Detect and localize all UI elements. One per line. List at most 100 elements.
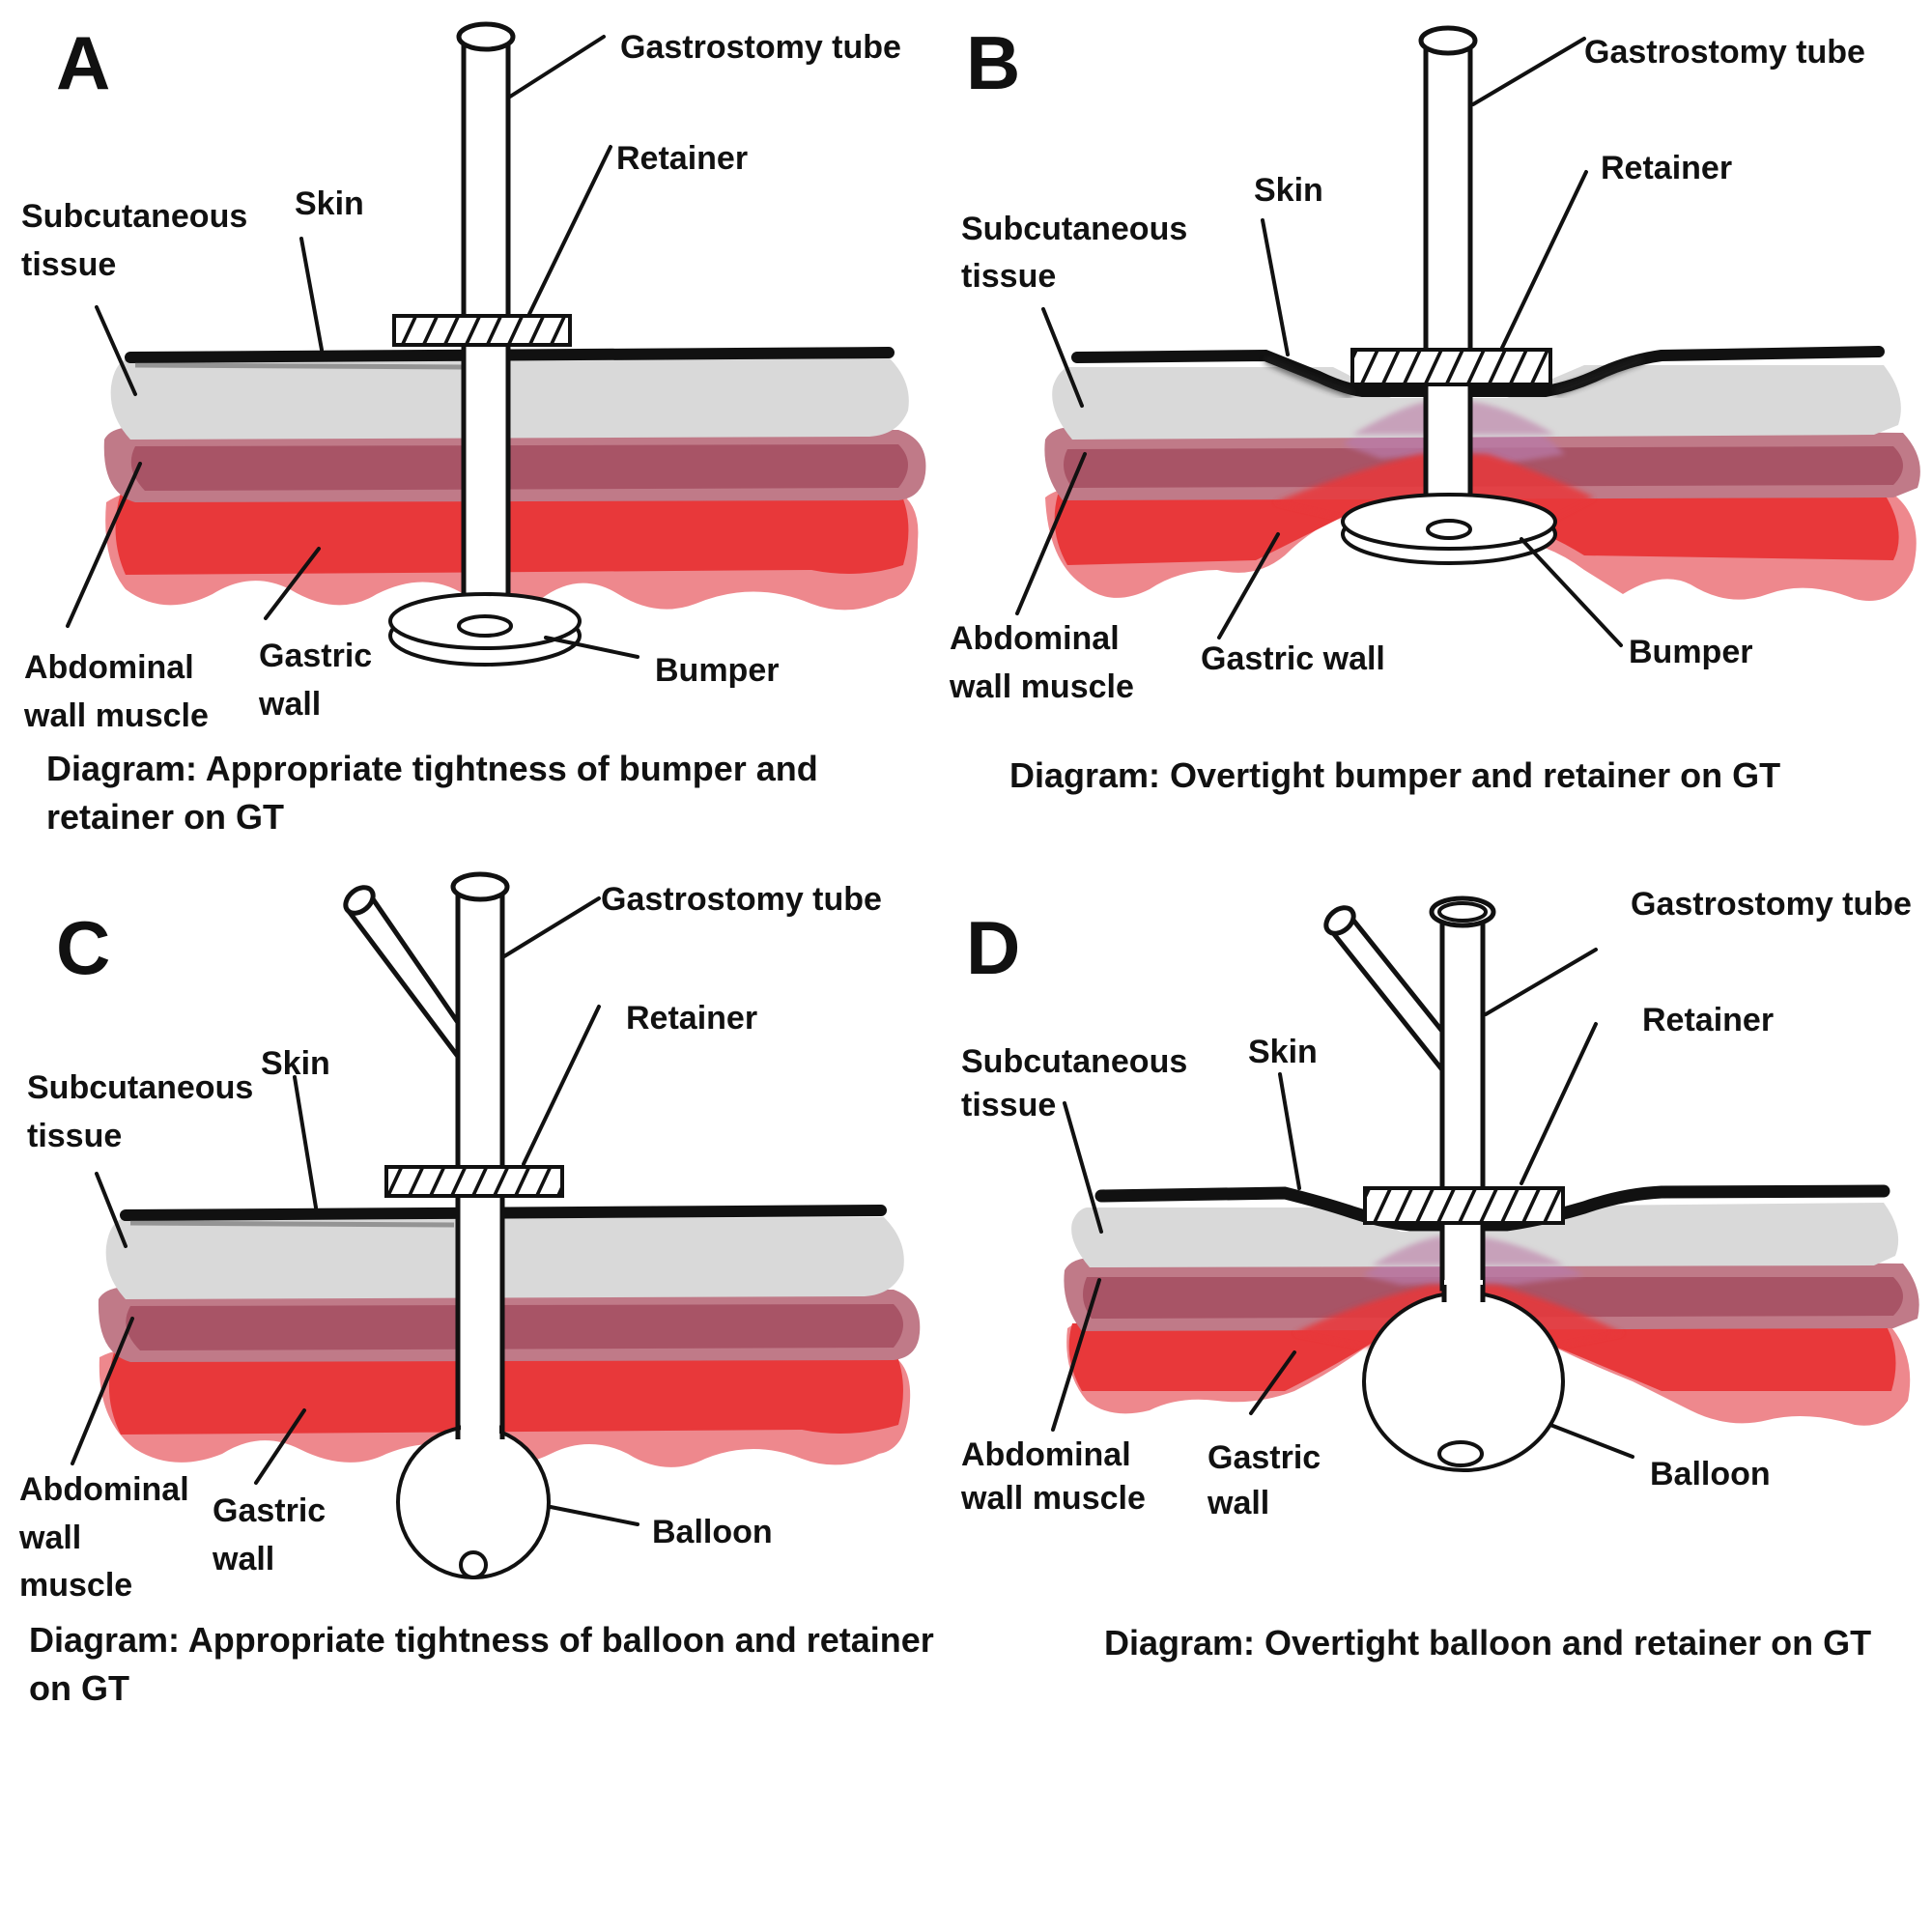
label-gastric-2: wall	[258, 686, 321, 723]
leader-tube	[502, 896, 601, 958]
label-balloon: Balloon	[652, 1514, 773, 1550]
label-gastrostomy-tube: Gastrostomy tube	[620, 29, 901, 66]
label-bumper: Bumper	[655, 652, 779, 689]
panel-letter: C	[56, 905, 110, 990]
leader-muscle	[71, 1317, 134, 1465]
label-gastric-2: wall	[1207, 1485, 1269, 1521]
leader-subcutaneous	[95, 305, 137, 396]
retainer	[1363, 1186, 1565, 1225]
label-subcutaneous-1: Subcutaneous	[27, 1069, 253, 1106]
panel-b: B Gastrostomy tube	[949, 20, 1920, 795]
label-subcutaneous-1: Subcutaneous	[961, 211, 1187, 247]
panel-d: D	[960, 886, 1919, 1662]
leader-skin	[1261, 218, 1290, 356]
leader-subcutaneous	[1041, 307, 1084, 408]
label-muscle-1: Abdominal	[961, 1436, 1131, 1473]
tube-shaft	[1439, 909, 1486, 1292]
gastrostomy-tube	[343, 871, 510, 1431]
label-skin: Skin	[295, 185, 364, 222]
panel-letter: D	[966, 905, 1020, 990]
label-gastrostomy-tube: Gastrostomy tube	[601, 881, 882, 918]
label-subcutaneous-1: Subcutaneous	[961, 1043, 1187, 1080]
tube-opening	[450, 871, 510, 902]
tube-opening	[456, 21, 516, 52]
leader-balloon	[549, 1505, 639, 1526]
leader-subcutaneous	[1063, 1101, 1103, 1234]
label-muscle-2: wall muscle	[949, 668, 1134, 705]
leader-retainer	[522, 1005, 601, 1166]
tube-opening	[1418, 25, 1478, 56]
label-balloon: Balloon	[1650, 1456, 1771, 1492]
panel-c: C Gastrostomy	[18, 871, 934, 1708]
caption-line-1: Diagram: Overtight balloon and retainer …	[1104, 1623, 1871, 1662]
leader-retainer	[1500, 170, 1588, 350]
leader-subcutaneous	[95, 1172, 128, 1248]
label-bumper: Bumper	[1629, 634, 1752, 670]
label-subcutaneous-2: tissue	[27, 1118, 122, 1154]
label-retainer: Retainer	[1642, 1002, 1774, 1038]
panel-letter: A	[56, 20, 110, 105]
leader-retainer	[1520, 1022, 1598, 1185]
label-gastrostomy-tube: Gastrostomy tube	[1631, 886, 1912, 923]
leader-gastric	[264, 547, 321, 620]
label-skin: Skin	[1248, 1034, 1318, 1070]
label-gastric-2: wall	[212, 1541, 274, 1577]
label-gastric-1: Gastric	[213, 1492, 326, 1529]
label-muscle-1: Abdominal	[19, 1471, 189, 1508]
tube-shaft	[1423, 38, 1473, 517]
label-gastric-1: Gastric	[1208, 1439, 1321, 1476]
leader-bumper	[544, 636, 639, 659]
leader-gastric	[1217, 532, 1280, 639]
label-muscle-2: wall muscle	[23, 697, 209, 734]
leader-skin	[293, 1075, 318, 1209]
label-muscle-2: wall	[18, 1520, 81, 1556]
caption-line-2: on GT	[29, 1668, 129, 1708]
leader-tube	[1484, 948, 1598, 1016]
label-subcutaneous-2: tissue	[21, 246, 116, 283]
leader-tube	[508, 35, 606, 99]
label-gastrostomy-tube: Gastrostomy tube	[1584, 34, 1865, 71]
label-retainer: Retainer	[626, 1000, 757, 1037]
label-retainer: Retainer	[1601, 150, 1732, 186]
leader-gastric	[1249, 1350, 1296, 1415]
tissue-layers	[103, 347, 926, 611]
side-port	[344, 887, 462, 1065]
caption-line-1: Diagram: Overtight bumper and retainer o…	[1009, 755, 1780, 795]
leader-balloon	[1548, 1423, 1634, 1459]
bumper	[1341, 493, 1557, 565]
label-muscle-3: muscle	[19, 1567, 132, 1604]
label-gastric: Gastric wall	[1201, 640, 1385, 677]
retainer	[384, 1165, 564, 1198]
tube-shaft	[455, 884, 505, 1431]
gastrostomy-tube	[1418, 25, 1478, 517]
gastrostomy-tube	[456, 21, 516, 600]
label-retainer: Retainer	[616, 140, 748, 177]
leader-retainer	[527, 145, 612, 316]
leader-muscle	[1051, 1278, 1101, 1432]
label-muscle-1: Abdominal	[24, 649, 194, 686]
label-subcutaneous-2: tissue	[961, 258, 1056, 295]
subcutaneous-layer	[105, 1217, 904, 1299]
retainer	[1350, 348, 1552, 386]
bumper	[388, 592, 582, 667]
leader-bumper	[1520, 537, 1623, 647]
panel-a: A Gastrostomy tube	[21, 20, 926, 837]
leader-skin	[299, 237, 324, 352]
label-muscle-2: wall muscle	[960, 1480, 1146, 1517]
muscle-layer	[130, 444, 908, 491]
side-port	[1326, 909, 1447, 1080]
leader-tube	[1471, 37, 1586, 106]
leader-gastric	[254, 1408, 306, 1485]
label-muscle-1: Abdominal	[950, 620, 1120, 657]
balloon	[1362, 1280, 1565, 1472]
caption-line-1: Diagram: Appropriate tightness of bumper…	[46, 749, 818, 788]
label-subcutaneous-2: tissue	[961, 1087, 1056, 1123]
label-skin: Skin	[261, 1045, 330, 1082]
balloon	[396, 1410, 551, 1579]
leader-skin	[1278, 1072, 1301, 1190]
side-port-opening	[1323, 905, 1356, 936]
caption-line-1: Diagram: Appropriate tightness of balloo…	[29, 1620, 934, 1660]
leader-muscle	[1015, 452, 1087, 615]
retainer	[392, 314, 572, 347]
